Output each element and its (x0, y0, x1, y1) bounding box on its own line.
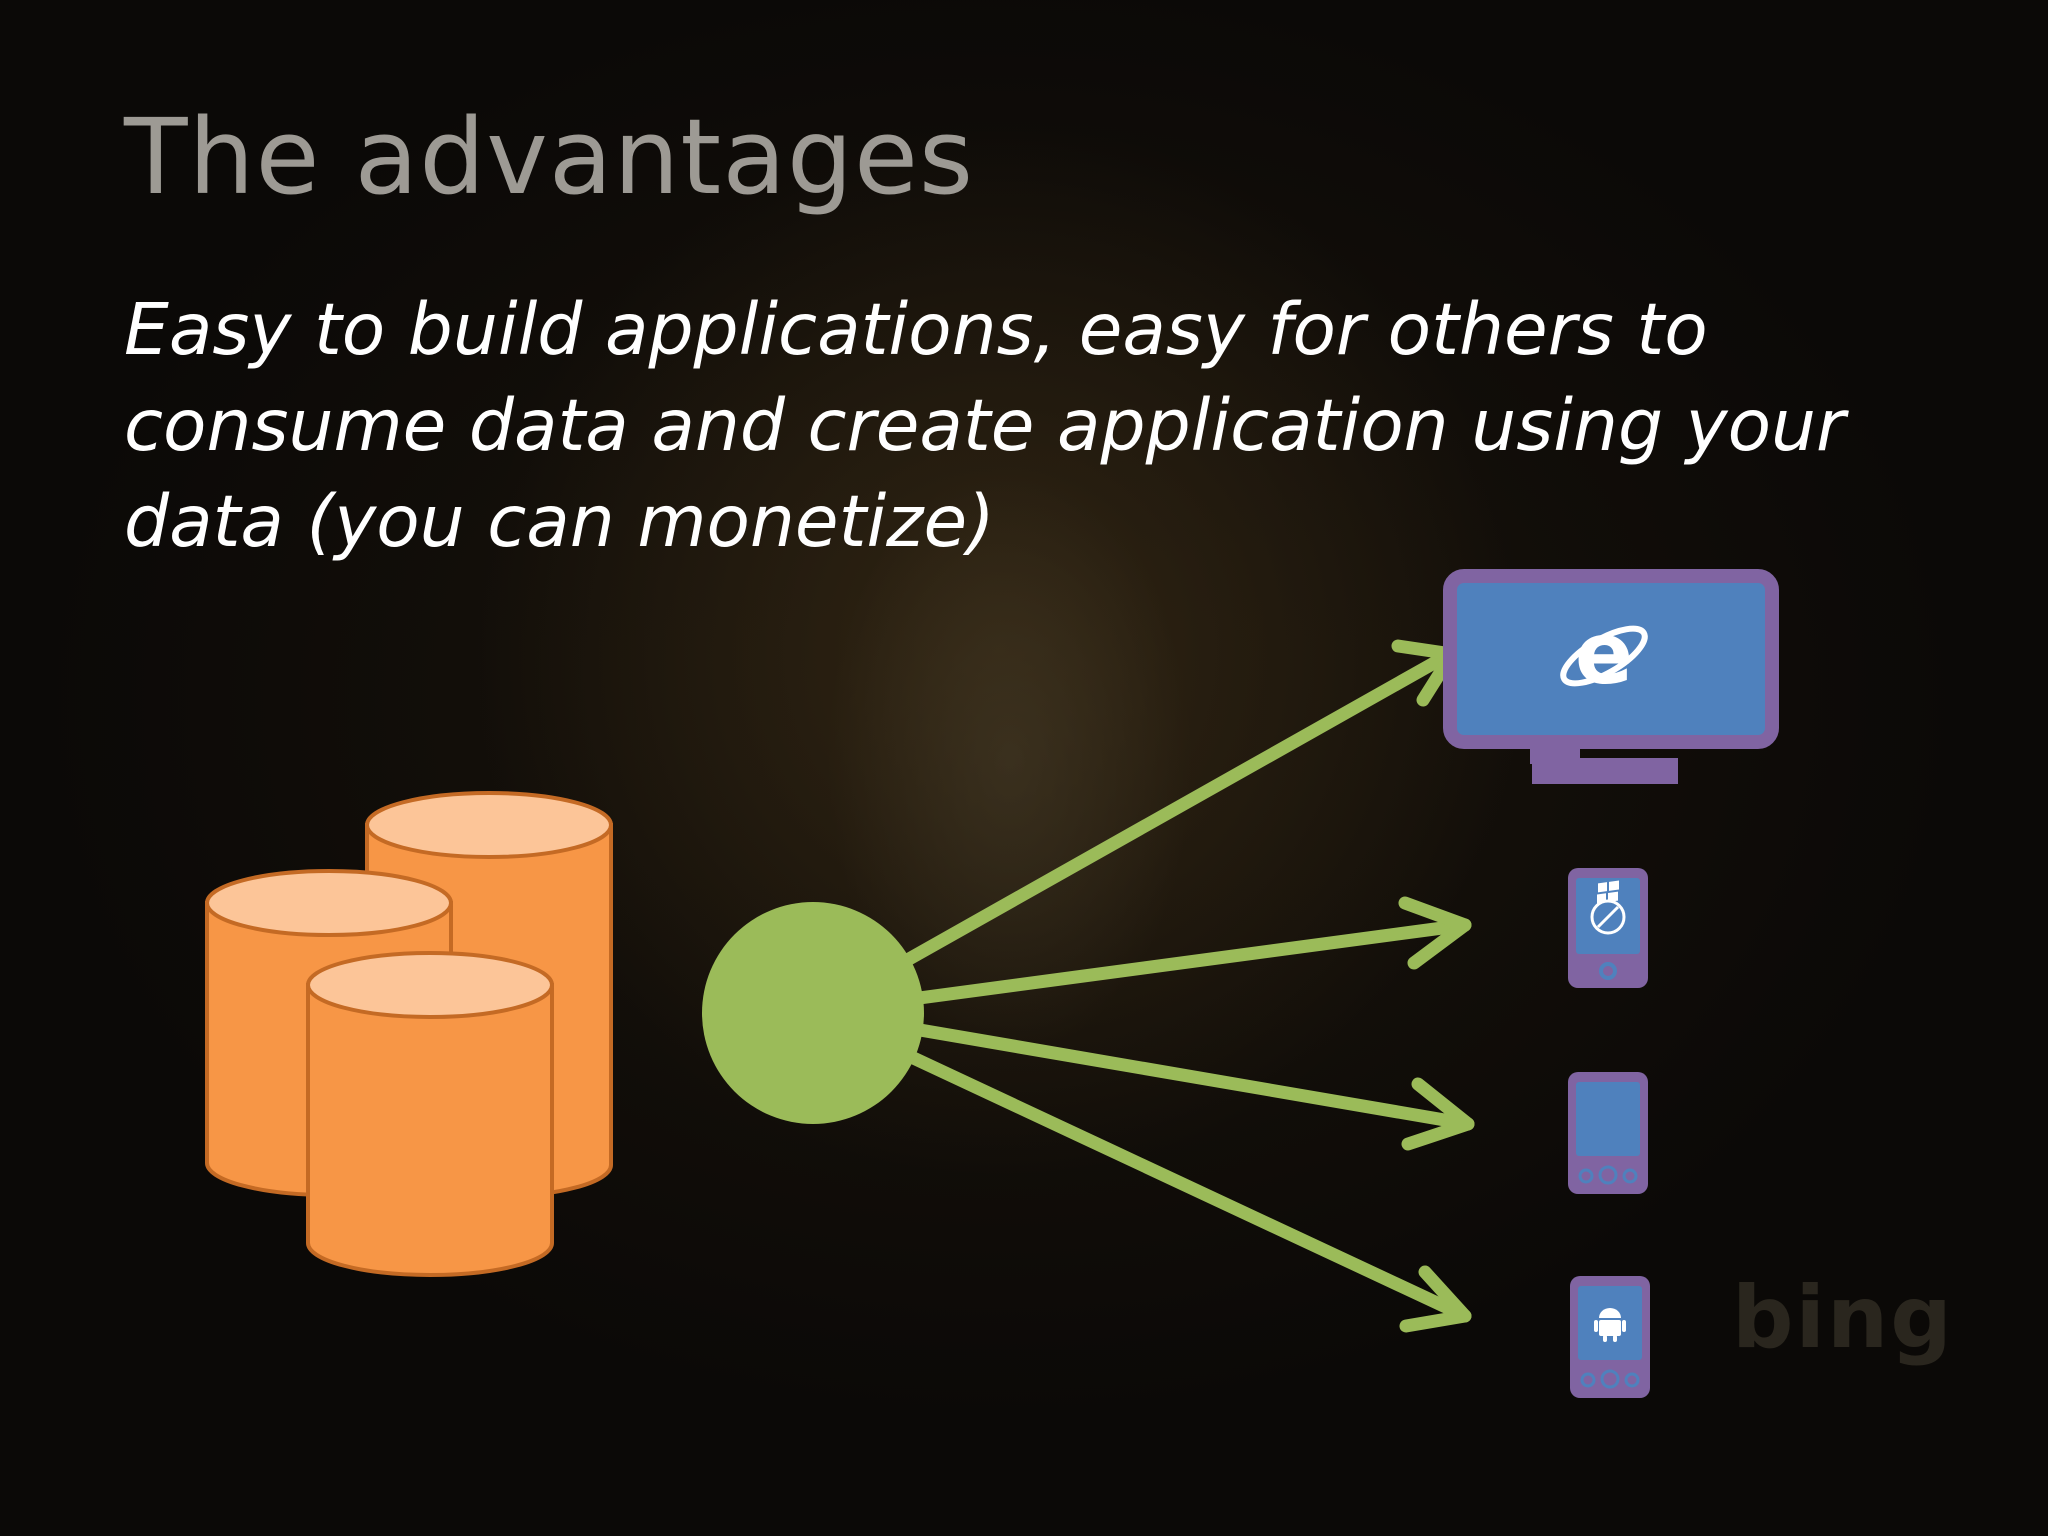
arrow-to-iphone (808, 896, 1472, 1019)
distribution-arrows (808, 639, 1475, 1333)
internet-explorer-icon: e (1560, 604, 1648, 704)
arrow-to-android-phone (808, 1005, 1472, 1333)
bing-watermark: bing (1732, 1268, 1954, 1368)
arrow-to-desktop (808, 639, 1459, 1019)
arrow-to-windows-phone (808, 1005, 1475, 1151)
slide-title: The advantages (124, 96, 975, 218)
android-robot-icon (1594, 1308, 1626, 1342)
android-phone-icon (1570, 1276, 1650, 1398)
database-cylinder-front (306, 951, 554, 1277)
iphone-icon (1568, 868, 1648, 988)
desktop-monitor-icon: e (1443, 569, 1779, 784)
database-cylinders-icon (205, 791, 613, 1277)
svg-text:e: e (1575, 604, 1633, 704)
windows-phone-icon (1568, 880, 1648, 1194)
slide-subtitle: Easy to build applications, easy for oth… (124, 288, 1846, 563)
windows-logo-icon (1597, 880, 1619, 904)
hub-circle (702, 902, 924, 1124)
